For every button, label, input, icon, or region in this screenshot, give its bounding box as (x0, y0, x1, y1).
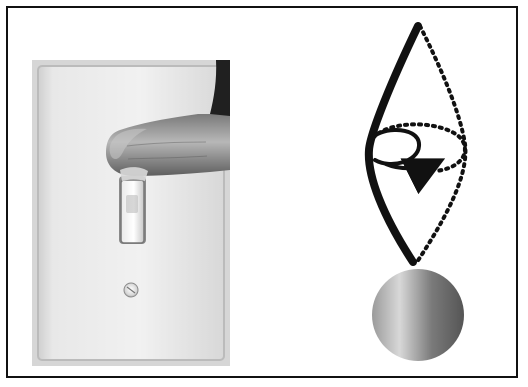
light-switch-photo (32, 60, 230, 366)
pendulum-bob-icon (372, 269, 464, 361)
dotted-string-icon (417, 26, 465, 262)
wall-plate-icon (32, 60, 230, 366)
figure-frame (6, 6, 518, 378)
rotation-arrow-icon (368, 124, 465, 171)
pendulum-swing-diagram (348, 22, 498, 372)
solid-string-icon (369, 26, 418, 262)
toggle-switch-icon (119, 167, 148, 244)
screw-icon (124, 283, 138, 297)
